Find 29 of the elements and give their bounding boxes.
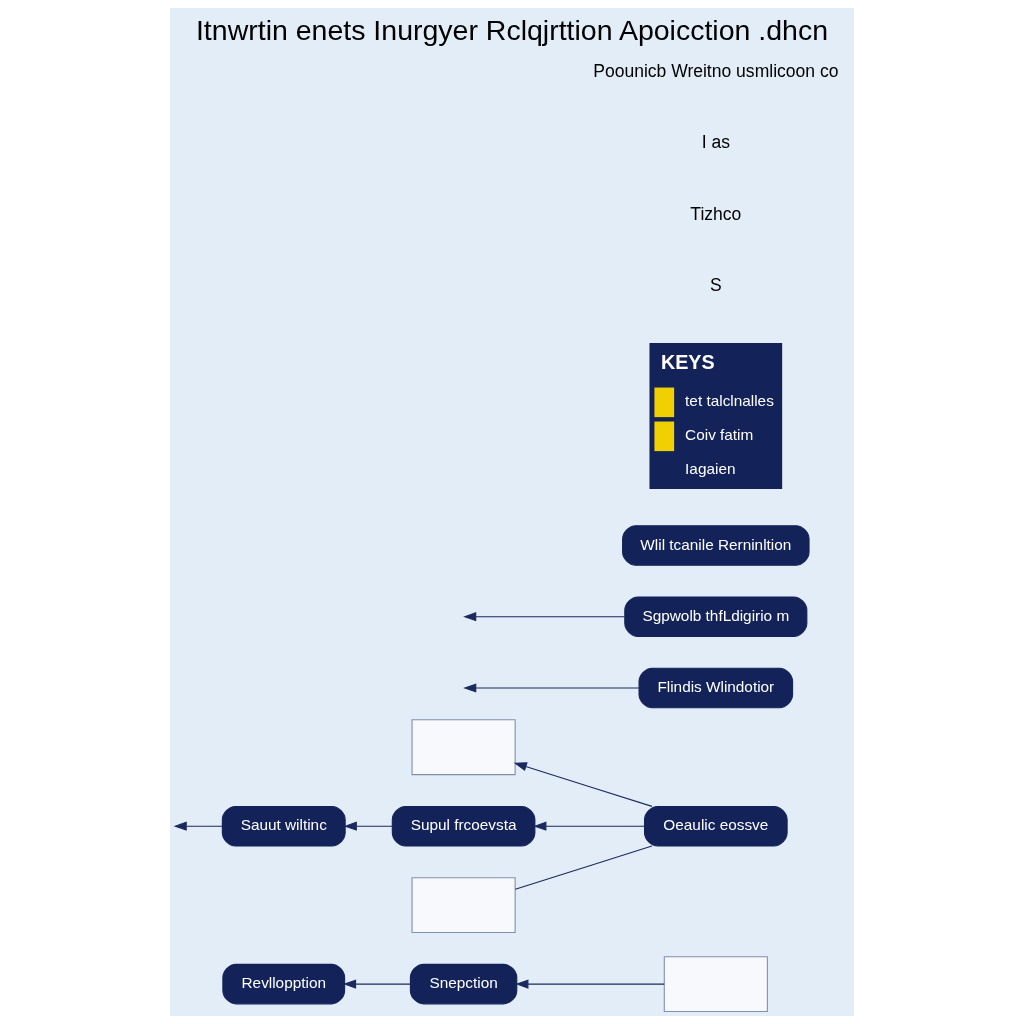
legend-label: Coiv fatim xyxy=(685,426,754,444)
node-box: Revllopption xyxy=(222,963,346,1005)
connector xyxy=(514,845,653,890)
arrow xyxy=(343,821,393,831)
arrow xyxy=(513,762,653,807)
label: Iagaien xyxy=(685,460,736,478)
node-box: Sgpwolb thfLdigirio m xyxy=(624,596,808,637)
node-box xyxy=(411,877,516,934)
node-box: Sauut wiltinc xyxy=(221,805,346,847)
node-box xyxy=(411,719,516,776)
node-box: Wlil tcanile Rerninltion xyxy=(622,525,810,566)
arrow xyxy=(173,821,223,831)
node-box: Snepction xyxy=(409,963,518,1005)
label: I as xyxy=(701,132,730,153)
arrow xyxy=(515,979,665,989)
node-box: Flindis Wlindotior xyxy=(638,667,794,709)
diagram-title: Itnwrtin enets Inurgyer Rclqjrttion Apoicction .dhcn xyxy=(195,13,829,46)
arrow xyxy=(463,683,640,693)
label: KEYS xyxy=(660,351,715,374)
arrow xyxy=(342,979,411,989)
label: S xyxy=(709,274,722,295)
node-box: Oeaulic eossve xyxy=(644,805,788,847)
legend-label: tet talclnalles xyxy=(685,392,774,410)
node-box xyxy=(663,956,768,1013)
arrow xyxy=(533,821,645,831)
arrow xyxy=(463,612,625,622)
node-box: Supul frcoevsta xyxy=(391,805,536,847)
label: Tizhco xyxy=(690,203,742,224)
label: Poounicb Wreitno usmlicoon co xyxy=(593,60,839,81)
